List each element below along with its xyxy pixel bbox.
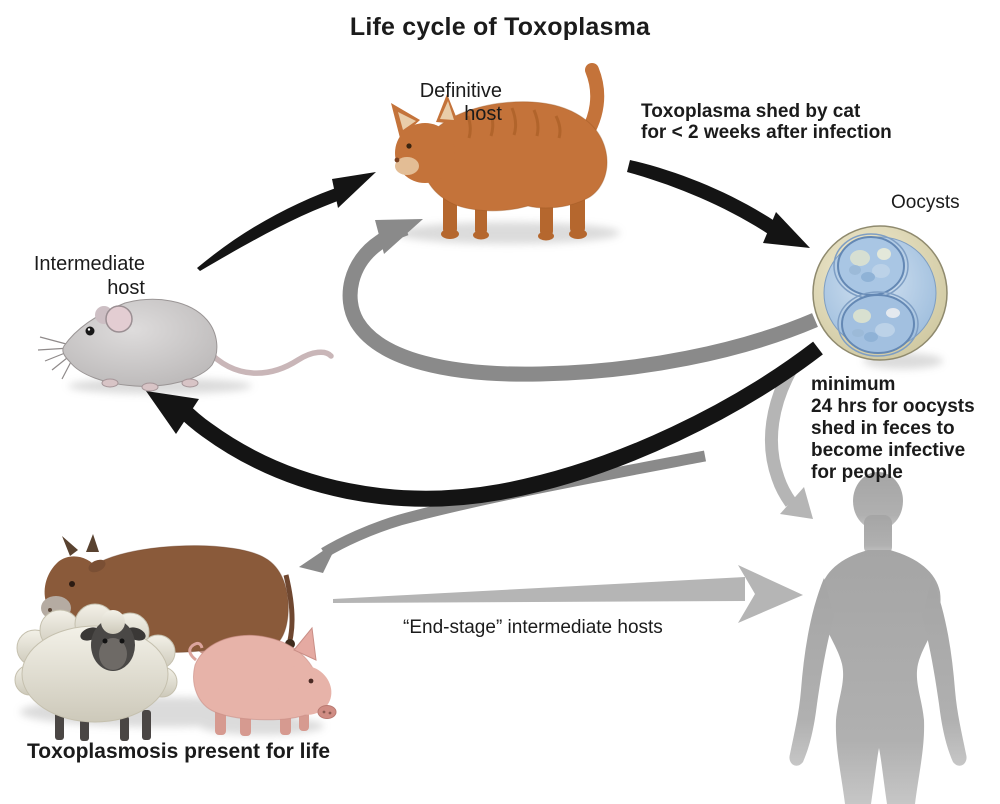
sheep-illustration: [14, 603, 178, 741]
intermediate-host-label: Intermediate host: [33, 253, 145, 299]
arrow-cat-to-oocysts: [627, 160, 810, 248]
arrow-oocysts-to-mouse: [146, 341, 823, 507]
shedding-note: Toxoplasma shed by cat for < 2 weeks aft…: [641, 101, 892, 143]
arrow-mouse-to-cat: [197, 172, 376, 271]
pig-illustration: [188, 626, 337, 736]
toxoplasmosis-for-life-label: Toxoplasmosis present for life: [27, 740, 331, 763]
arrow-oocysts-to-farm-animals: [299, 450, 707, 573]
page-title: Life cycle of Toxoplasma: [349, 13, 651, 41]
cat-illustration: [391, 63, 608, 241]
definitive-host-label: Definitive host: [419, 80, 502, 125]
human-silhouette: [789, 472, 967, 804]
arrow-oocysts-to-cat: [342, 219, 818, 382]
mouse-illustration: [37, 298, 334, 392]
infective-note: minimum 24 hrs for oocysts shed in feces…: [811, 374, 975, 483]
oocyst-illustration: [812, 225, 948, 361]
arrow-oocysts-to-human: [764, 362, 813, 519]
oocysts-label: Oocysts: [891, 192, 960, 213]
end-stage-hosts-label: “End-stage” intermediate hosts: [403, 617, 663, 638]
arrow-farm-animals-to-human: [333, 565, 803, 623]
